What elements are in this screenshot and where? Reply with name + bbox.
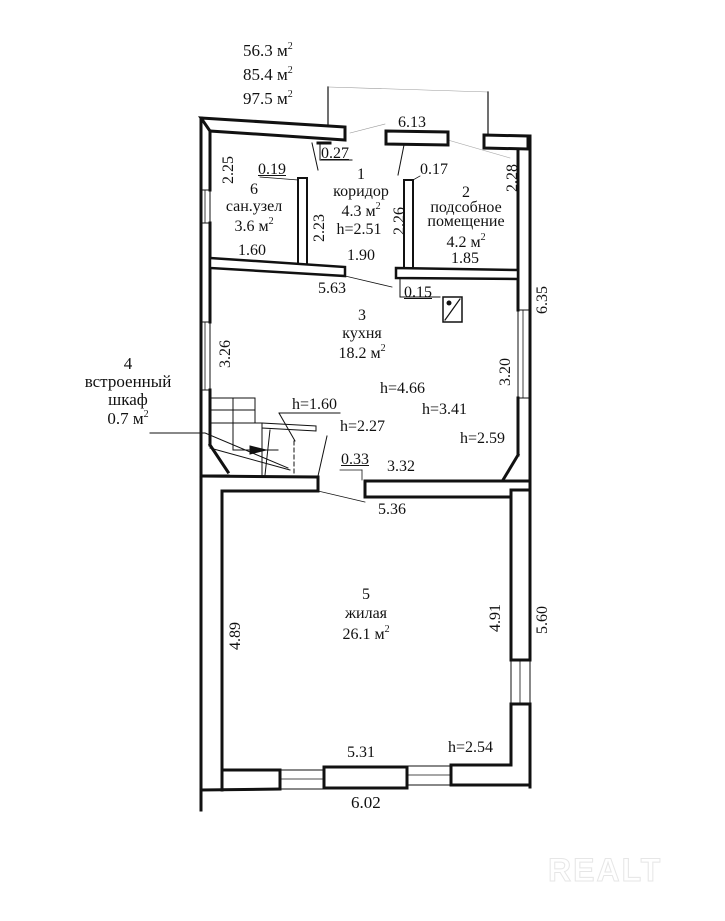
room-5-number: 5 (362, 586, 370, 603)
room-6-area: 3.6 м2 (234, 216, 274, 235)
living-north-wall (363, 479, 532, 499)
dim-wall-thickness: 0.17 (420, 161, 448, 178)
room-6-number: 6 (250, 181, 258, 198)
partition-wall (297, 177, 308, 268)
top-left-wall (198, 116, 347, 142)
room-3-number: 3 (358, 307, 366, 324)
top-right-wall (482, 133, 530, 151)
dim-wall-thickness: 0.27 (321, 145, 349, 162)
window (279, 769, 325, 790)
dim-horizontal: 5.31 (347, 744, 375, 761)
stairs (149, 397, 341, 477)
room-2-name-line2: помещение (427, 213, 505, 230)
room-4-name-line2: шкаф (108, 390, 148, 409)
window (200, 321, 211, 391)
window (510, 659, 531, 705)
realt-watermark-logo: REALT (547, 852, 663, 889)
room-5-name: жилая (344, 605, 388, 622)
room-1-height: h=2.51 (336, 221, 382, 238)
dim-vertical: 3.20 (497, 358, 514, 386)
room-3-area: 18.2 м2 (338, 343, 386, 362)
leader-line (349, 123, 386, 134)
total-area: 85.4 м2 (243, 65, 293, 84)
leader-line (447, 139, 511, 159)
room-5-area: 26.1 м2 (342, 624, 390, 643)
ceiling-height: h=3.41 (422, 401, 468, 418)
ceiling-height: h=2.27 (340, 418, 386, 435)
dim-horizontal: 1.85 (451, 250, 479, 267)
room-1-area: 4.3 м2 (341, 201, 381, 220)
room-4-number: 4 (123, 354, 133, 373)
room-4-name-line1: встроенный (84, 372, 172, 391)
dim-top-overall: 6.13 (398, 114, 426, 131)
wall-segment (322, 765, 409, 790)
living-north-wall (199, 474, 320, 493)
dim-wall-thickness: 0.15 (404, 284, 432, 301)
dim-vertical: 2.25 (220, 156, 237, 184)
window (406, 765, 452, 786)
dim-horizontal: 1.90 (347, 247, 375, 264)
dim-wall-thickness: 0.19 (258, 161, 286, 178)
dim-vertical: 4.91 (487, 604, 504, 632)
room-3-name: кухня (342, 325, 382, 342)
dim-vertical: 2.26 (391, 207, 408, 235)
dim-vertical: 6.35 (534, 286, 551, 314)
ceiling-height: h=2.54 (448, 739, 494, 756)
room-4-area: 0.7 м2 (107, 409, 149, 428)
dim-vertical: 4.89 (227, 622, 244, 650)
room-6-name: сан.узел (225, 198, 283, 215)
dim-horizontal: 5.36 (378, 501, 406, 518)
dim-horizontal: 1.60 (238, 242, 266, 259)
room-1-name: коридор (333, 183, 389, 200)
window (517, 309, 531, 399)
room-1-number: 1 (357, 166, 365, 183)
dim-vertical: 2.23 (311, 214, 328, 242)
dim-vertical: 5.60 (534, 606, 551, 634)
dim-wall-thickness: 0.33 (341, 451, 369, 468)
room-2-area: 4.2 м2 (446, 232, 486, 251)
leader-line (328, 86, 489, 93)
window (200, 189, 211, 224)
ceiling-height: h=1.60 (292, 396, 338, 413)
top-middle-wall (384, 129, 450, 147)
kitchen-north-wall (208, 256, 347, 278)
kitchen-north-wall (394, 266, 520, 281)
dim-horizontal: 5.63 (318, 280, 346, 297)
room-2-name-line1: подсобное (430, 199, 502, 216)
dim-horizontal: 6.02 (351, 793, 381, 812)
dim-horizontal: 3.32 (387, 458, 415, 475)
ceiling-height: h=2.59 (460, 430, 506, 447)
dim-vertical: 3.26 (217, 340, 234, 368)
dim-vertical: 2.28 (504, 164, 521, 192)
ceiling-height: h=4.66 (380, 380, 426, 397)
room-2-number: 2 (462, 184, 470, 201)
gross-area: 97.5 м2 (243, 89, 293, 108)
living-area-total: 56.3 м2 (243, 41, 293, 60)
